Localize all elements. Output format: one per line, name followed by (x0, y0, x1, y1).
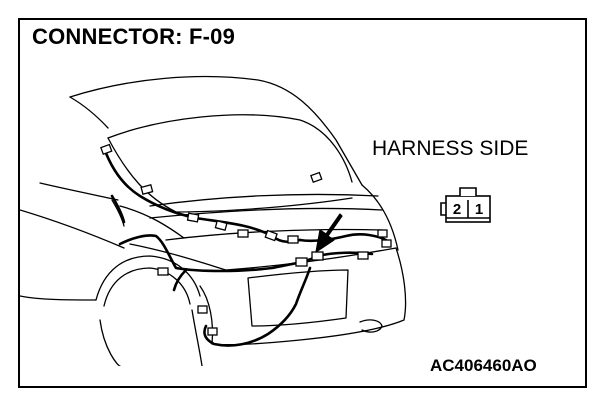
connector-title: CONNECTOR: F-09 (32, 24, 236, 49)
figure-code: AC406460AO (430, 356, 537, 375)
diagram-frame (18, 18, 587, 388)
harness-side-label: HARNESS SIDE (372, 137, 529, 160)
pointer-arrow-icon (315, 213, 343, 253)
car-rear-illustration-icon (20, 75, 407, 366)
